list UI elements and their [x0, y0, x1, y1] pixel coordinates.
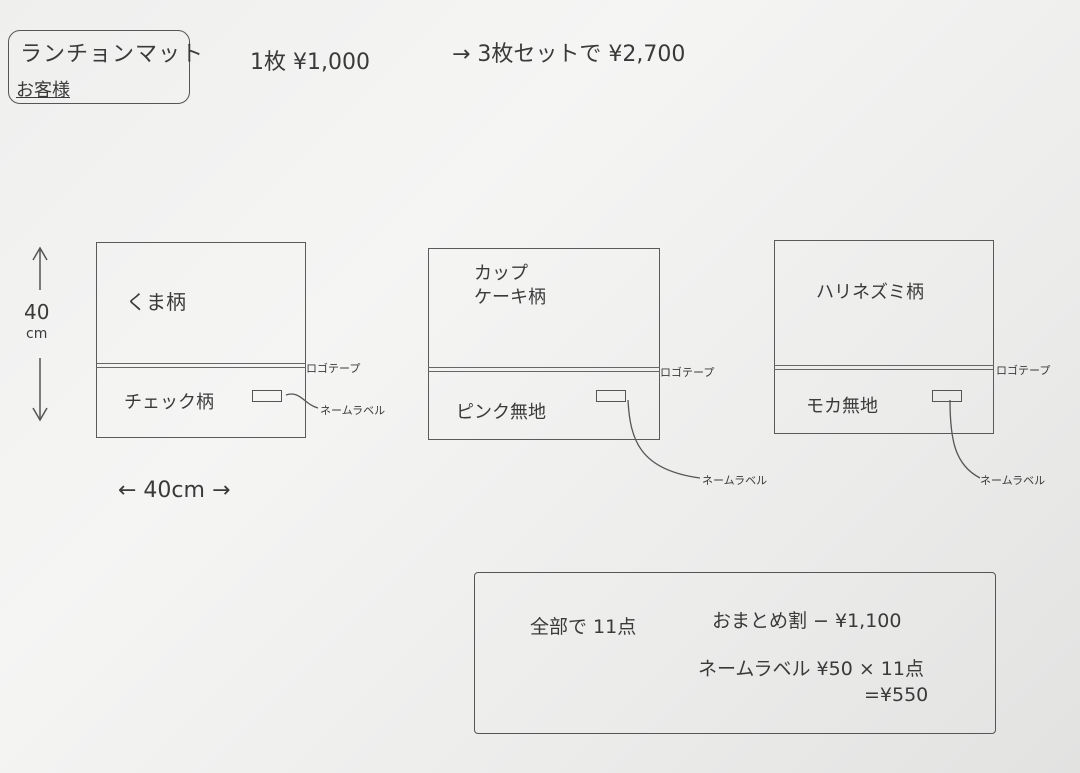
- summary-discount: おまとめ割 − ¥1,100: [712, 610, 902, 632]
- name-label-tag-1: [252, 390, 282, 402]
- mat-2-name-label: ネームラベル: [702, 474, 768, 487]
- mat-1-tape-label: ロゴテープ: [306, 362, 361, 375]
- name-label-tag-3: [932, 390, 962, 402]
- unit-price: 1枚 ¥1,000: [250, 50, 370, 75]
- mat-1-bottom-label: チェック柄: [124, 392, 214, 413]
- name-label-tag-2: [596, 390, 626, 402]
- height-unit: cm: [26, 326, 48, 342]
- mat-1: [96, 242, 306, 438]
- mat-2-bottom-label: ピンク無地: [456, 402, 546, 423]
- summary-total: 全部で 11点: [530, 616, 637, 638]
- mat-2-top-label: カップ ケーキ柄: [474, 263, 546, 308]
- logo-tape-2: [428, 367, 660, 372]
- mat-3: [774, 240, 994, 434]
- logo-tape-3: [774, 365, 994, 370]
- summary-name-label-cost: ネームラベル ¥50 × 11点: [698, 658, 924, 680]
- summary-box: [474, 572, 996, 734]
- mat-3-name-label: ネームラベル: [980, 474, 1046, 487]
- mat-2: [428, 248, 660, 440]
- logo-tape-1: [96, 363, 306, 368]
- width-label: ← 40cm →: [118, 478, 231, 503]
- header-box: [8, 30, 190, 104]
- mat-3-bottom-label: モカ無地: [806, 396, 878, 417]
- height-value: 40: [24, 300, 50, 324]
- mat-3-tape-label: ロゴテープ: [996, 364, 1051, 377]
- mat-2-tape-label: ロゴテープ: [660, 366, 715, 379]
- summary-name-label-total: =¥550: [864, 684, 929, 706]
- set-price: → 3枚セットで ¥2,700: [452, 42, 686, 67]
- customer-label: お客様: [16, 80, 70, 101]
- mat-3-top-label: ハリネズミ柄: [816, 282, 924, 303]
- mat-1-top-label: くま柄: [126, 290, 186, 314]
- product-title: ランチョンマット: [20, 42, 205, 67]
- mat-1-name-label: ネームラベル: [320, 404, 386, 417]
